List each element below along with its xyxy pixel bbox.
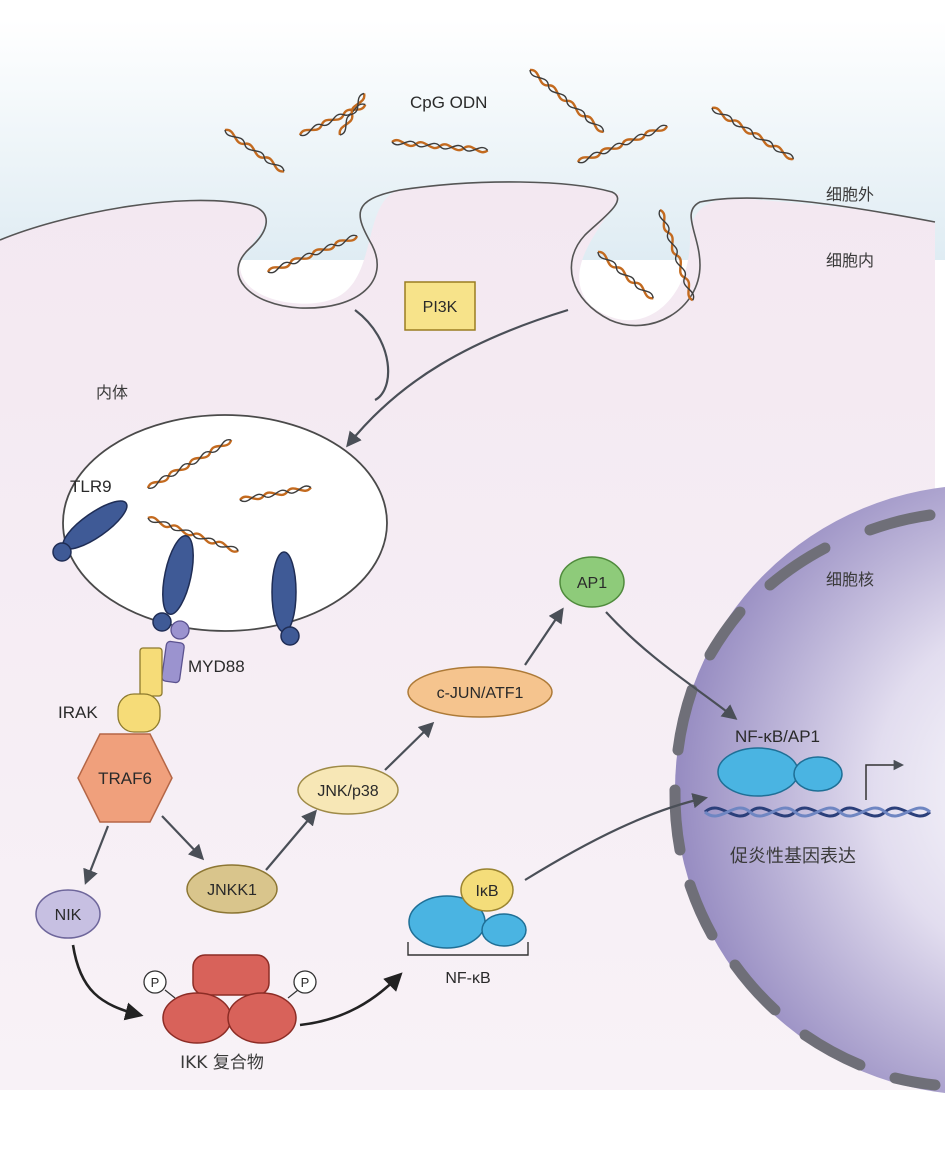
- nuclear-envelope: [669, 509, 941, 1091]
- gene-expression-label: 促炎性基因表达: [730, 846, 856, 867]
- extracellular-label: 细胞外: [826, 185, 874, 204]
- cpg-odn-label: CpG ODN: [410, 93, 487, 112]
- nfkb-label: NF-κB: [445, 970, 490, 987]
- ikk-right: [227, 992, 297, 1044]
- pi3k-box: [404, 281, 476, 331]
- myd88-label: MYD88: [188, 657, 245, 676]
- endosome: [62, 414, 388, 632]
- traf6-label: TRAF6: [98, 769, 152, 788]
- endosome-label: 内体: [96, 383, 128, 402]
- nuclear-nfkb-large: [717, 747, 799, 797]
- phospho-right-label: P: [301, 975, 310, 990]
- ikb-node: [460, 868, 514, 912]
- tlr9-label: TLR9: [70, 477, 112, 496]
- jnk-p38-node: [297, 765, 399, 815]
- traf6: [77, 733, 173, 823]
- ap1-node: [559, 556, 625, 608]
- phospho-left-label: P: [151, 975, 160, 990]
- nfkb-ap1-label: NF-κB/AP1: [735, 727, 820, 746]
- tlr9-receptor-3: [271, 551, 300, 646]
- tlr9-receptor-1: [52, 500, 128, 562]
- cjun-atf1-node: [407, 666, 553, 718]
- phospho-right-icon: [293, 970, 317, 994]
- phospho-left-icon: [143, 970, 167, 994]
- irak: [117, 693, 161, 733]
- ikk-complex-label: IKK 复合物: [180, 1053, 264, 1073]
- cjun-atf1-label: c-JUN/ATF1: [437, 685, 524, 702]
- ikb-label: IκB: [475, 883, 498, 900]
- nik-node: [35, 889, 101, 939]
- ikk-top: [192, 954, 270, 996]
- nuclear-nfkb-small: [793, 756, 843, 792]
- ikk-left: [162, 992, 232, 1044]
- nfkb-bracket: [407, 942, 529, 956]
- tlr9-receptor-2: [152, 535, 194, 632]
- intracellular-label: 细胞内: [826, 251, 874, 270]
- gene-dna-helix: [703, 806, 932, 818]
- irak-neck: [139, 647, 163, 697]
- myd88-head: [170, 620, 190, 640]
- myd88: [161, 640, 185, 684]
- jnkk1-node: [186, 864, 278, 914]
- nucleus-label: 细胞核: [826, 570, 874, 589]
- ap1-label: AP1: [577, 575, 607, 592]
- irak-label: IRAK: [58, 703, 98, 722]
- nik-label: NIK: [55, 907, 82, 924]
- cell-membrane: [0, 181, 936, 327]
- transcription-start-arrow: [865, 759, 905, 800]
- nfkb-small-subunit: [481, 913, 527, 947]
- jnk-p38-label: JNK/p38: [317, 783, 378, 800]
- pathway-arrows: [83, 308, 738, 885]
- black-arrows: [71, 944, 403, 1027]
- cpg-dna-strands: [146, 68, 795, 553]
- pi3k-label: PI3K: [423, 299, 458, 316]
- jnkk1-label: JNKK1: [207, 882, 257, 899]
